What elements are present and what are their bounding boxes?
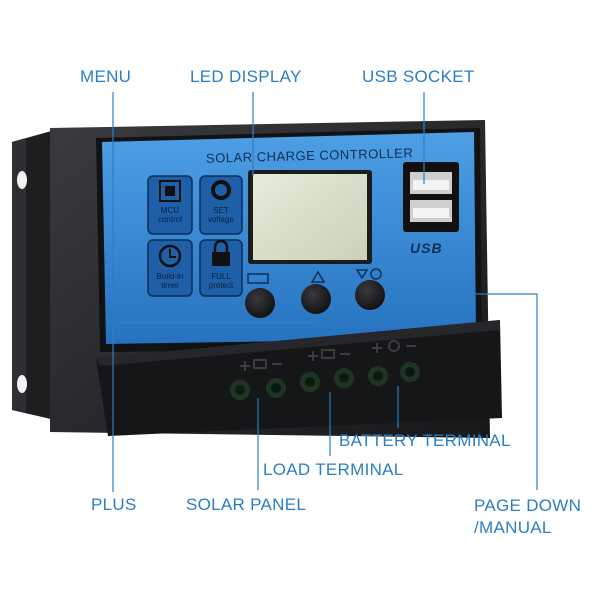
badge-set-line2: voltage	[208, 215, 234, 224]
mounting-hole-icon	[17, 375, 27, 393]
menu-leader-line	[112, 92, 246, 309]
lock-icon	[212, 252, 230, 266]
callout-load-terminal: LOAD TERMINAL	[263, 460, 404, 479]
callout-page-down-line1: PAGE DOWN	[474, 496, 582, 515]
callout-usb-socket: USB SOCKET	[362, 67, 475, 86]
gear-icon	[211, 180, 231, 200]
button-symbols	[247, 268, 382, 284]
page-down-leader-line	[385, 293, 538, 490]
badge-timer-text: Build-in timer	[148, 272, 192, 290]
badge-mcu-text: MCU control	[148, 206, 192, 224]
badge-protect-text: FULL protect	[200, 272, 242, 290]
callout-page-down: PAGE DOWN /MANUAL	[474, 495, 581, 539]
chip-icon	[159, 180, 181, 202]
badge-mcu-line2: control	[157, 215, 182, 224]
badge-mcu	[147, 175, 193, 235]
mounting-hole-icon	[17, 171, 27, 189]
lcd-display	[253, 174, 367, 260]
badge-timer	[147, 239, 193, 297]
badge-set-line1: SET	[213, 206, 229, 215]
callout-menu: MENU	[80, 67, 132, 86]
callout-battery-terminal: BATTERY TERMINAL	[339, 431, 511, 450]
menu-button[interactable]	[245, 288, 275, 318]
callout-plus: PLUS	[91, 495, 137, 514]
page-down-symbol-icon	[355, 269, 369, 280]
menu-symbol-icon	[247, 273, 269, 284]
usb-logo: USB	[410, 240, 443, 256]
plus-button[interactable]	[301, 284, 331, 314]
badge-timer-line1: Build-in	[156, 272, 184, 281]
badge-mcu-line1: MCU	[160, 206, 180, 215]
plus-symbol-icon	[310, 270, 326, 283]
terminal-screws	[230, 362, 420, 400]
plus-leader-line	[112, 314, 317, 492]
clock-icon	[158, 244, 182, 268]
badge-protect-line2: protect	[208, 281, 234, 290]
badge-timer-line2: timer	[161, 281, 179, 290]
usb-socket	[403, 162, 459, 232]
mounting-flange	[12, 130, 55, 420]
terminal-symbols	[240, 340, 416, 371]
page-down-button[interactable]	[355, 280, 385, 310]
badge-set-voltage	[199, 175, 243, 235]
callout-solar-panel: SOLAR PANEL	[186, 495, 307, 514]
callout-led-display: LED DISPLAY	[190, 67, 302, 86]
badge-set-text: SET voltage	[200, 206, 242, 224]
badge-full-protect	[199, 239, 243, 297]
callout-page-down-line2: /MANUAL	[474, 518, 552, 537]
badge-protect-line1: FULL	[211, 272, 231, 281]
